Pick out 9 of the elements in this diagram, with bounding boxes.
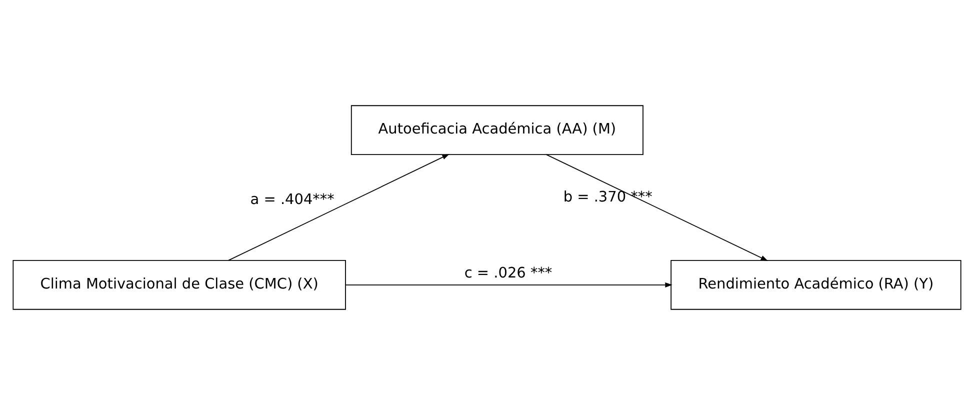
node-box: Autoeficacia Académica (AA) (M) <box>350 105 644 155</box>
node-box: Rendimiento Académico (RA) (Y) <box>670 260 962 310</box>
edge-label: c = .026 *** <box>464 266 552 282</box>
node-box: Clima Motivacional de Clase (CMC) (X) <box>12 260 346 310</box>
edge-label: b = .370 *** <box>563 190 652 206</box>
arrow <box>546 154 768 261</box>
arrow <box>345 282 672 288</box>
edge-label: a = .404*** <box>250 192 334 208</box>
arrow <box>228 154 450 261</box>
